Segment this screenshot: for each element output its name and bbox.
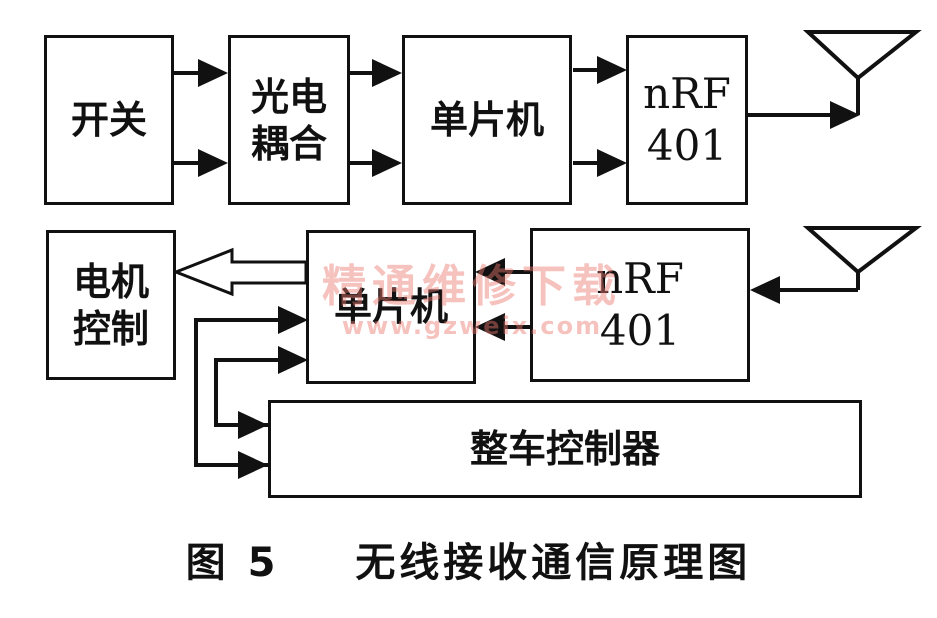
motor-control-block: 电机 控制 — [46, 230, 176, 380]
arrow-switch-to-optocoupler-2 — [172, 149, 228, 177]
rf-top-label-line1: nRF — [643, 68, 731, 118]
optocoupler-label-line2: 耦合 — [250, 121, 327, 166]
arrowhead-mcu-inner — [278, 346, 308, 374]
optocoupler-label-line1: 光电 — [250, 73, 327, 119]
figure-caption: 图 5 无线接收通信原理图 — [0, 530, 937, 588]
rf-top-block: nRF 401 — [626, 35, 748, 205]
figure-title: 无线接收通信原理图 — [355, 540, 752, 586]
arrow-optocoupler-to-mcu-2 — [350, 149, 402, 177]
arrow-rf-to-mcu-2 — [475, 313, 530, 341]
vehicle-controller-label: 整车控制器 — [469, 426, 660, 472]
arrow-rf-to-antenna — [748, 78, 860, 129]
arrow-antenna-to-rf-bottom — [750, 272, 860, 304]
mcu-top-block: 单片机 — [402, 35, 572, 205]
motor-control-label-line2: 控制 — [72, 306, 149, 351]
arrow-mcu-to-motor — [171, 247, 308, 297]
arrow-switch-to-optocoupler-1 — [172, 59, 228, 87]
optocoupler-block: 光电 耦合 — [228, 35, 350, 205]
arrowhead-mcu-outer — [278, 306, 308, 334]
rf-bottom-label-line2: 401 — [599, 306, 681, 355]
rf-bottom-label-line1: nRF — [596, 253, 684, 303]
figure-number: 图 5 — [185, 540, 280, 586]
mcu-bottom-block: 单片机 — [306, 230, 476, 384]
antenna-bottom-icon — [802, 226, 922, 275]
switch-label: 开关 — [70, 97, 147, 143]
arrow-mcu-to-rf-2 — [573, 149, 627, 177]
rf-bottom-block: nRF 401 — [530, 228, 750, 382]
arrow-rf-to-mcu-1 — [475, 258, 530, 286]
mcu-top-label: 单片机 — [429, 97, 544, 143]
motor-control-label-line1: 电机 — [72, 258, 149, 304]
switch-block: 开关 — [44, 35, 174, 205]
arrow-optocoupler-to-mcu-1 — [350, 59, 402, 87]
rf-top-label-line2: 401 — [646, 121, 728, 170]
arrowhead-controller-lower — [238, 451, 268, 479]
bus-controller-mcu-outer — [194, 318, 285, 467]
antenna-top-icon — [802, 30, 922, 81]
arrow-mcu-to-rf-1 — [573, 56, 627, 84]
mcu-bottom-label: 单片机 — [333, 284, 448, 330]
arrowhead-controller-upper — [238, 411, 268, 439]
vehicle-controller-block: 整车控制器 — [268, 400, 862, 498]
